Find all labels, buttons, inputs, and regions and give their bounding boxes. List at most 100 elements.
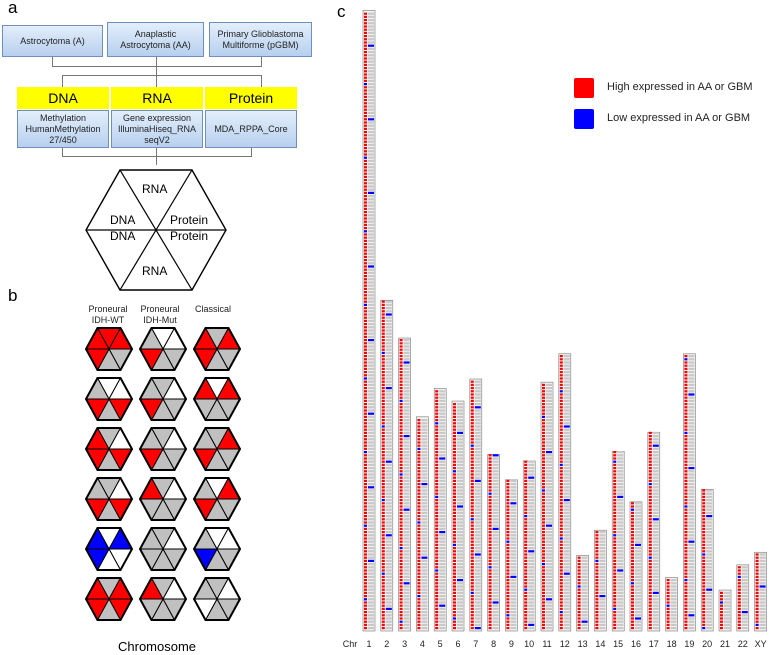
expression-marker xyxy=(417,611,421,614)
gene-marker xyxy=(403,569,410,572)
expression-marker xyxy=(559,364,563,367)
expression-marker xyxy=(470,553,474,556)
expression-marker xyxy=(542,467,545,470)
gene-marker xyxy=(403,419,410,422)
gene-marker xyxy=(439,579,446,582)
expression-marker xyxy=(417,585,421,588)
gene-marker xyxy=(421,460,428,463)
expression-marker xyxy=(559,463,563,466)
expression-marker xyxy=(470,492,474,495)
gene-marker xyxy=(439,473,446,476)
expression-marker xyxy=(506,569,510,572)
gene-marker xyxy=(546,431,552,434)
gene-marker xyxy=(688,460,695,463)
gene-marker xyxy=(385,553,392,556)
expression-marker xyxy=(702,563,706,566)
gene-marker xyxy=(457,486,463,489)
expression-marker xyxy=(595,588,599,591)
chromosome-column-9 xyxy=(505,479,518,632)
expression-marker xyxy=(524,601,528,604)
expression-marker xyxy=(702,534,706,537)
gene-marker xyxy=(563,419,570,422)
expression-marker xyxy=(737,614,741,617)
gene-marker xyxy=(421,492,428,495)
gene-marker xyxy=(368,524,374,527)
gene-marker xyxy=(724,604,730,607)
gene-marker xyxy=(546,476,552,479)
gene-marker xyxy=(492,620,499,623)
gene-marker xyxy=(368,70,374,73)
expression-marker xyxy=(417,479,421,482)
gene-marker xyxy=(368,76,374,79)
gene-marker xyxy=(457,550,463,553)
gene-marker xyxy=(670,588,677,591)
gene-marker xyxy=(385,390,392,393)
expression-marker xyxy=(488,527,492,530)
gene-marker xyxy=(403,566,410,569)
expression-marker xyxy=(364,463,367,466)
gene-marker xyxy=(617,627,624,630)
expression-marker xyxy=(488,483,492,486)
gene-marker xyxy=(617,518,624,521)
expression-marker xyxy=(364,89,367,92)
expression-marker xyxy=(542,550,545,553)
expression-marker xyxy=(417,543,421,546)
expression-marker xyxy=(399,620,403,623)
gene-marker xyxy=(563,383,570,386)
gene-marker xyxy=(652,591,659,594)
expression-marker xyxy=(488,457,492,460)
gene-marker xyxy=(706,527,713,530)
expression-marker xyxy=(417,575,421,578)
expression-marker xyxy=(364,329,367,332)
gene-marker xyxy=(652,518,659,521)
expression-marker xyxy=(399,527,403,530)
expression-marker xyxy=(470,543,474,546)
expression-marker xyxy=(364,195,367,198)
expression-marker xyxy=(524,492,528,495)
gene-marker xyxy=(563,476,570,479)
expression-marker xyxy=(559,422,563,425)
gene-marker xyxy=(741,617,748,620)
expression-marker xyxy=(364,502,367,505)
expression-marker xyxy=(399,428,403,431)
gene-marker xyxy=(439,531,446,534)
expression-marker xyxy=(755,575,759,578)
gene-marker xyxy=(421,422,428,425)
gene-marker xyxy=(403,447,410,450)
chromosome-column-XY xyxy=(754,551,767,632)
expression-marker xyxy=(417,531,421,534)
expression-marker xyxy=(364,201,367,204)
expression-marker xyxy=(364,588,367,591)
expression-marker xyxy=(684,492,688,495)
gene-marker xyxy=(546,547,552,550)
expression-marker xyxy=(666,614,670,617)
gene-marker xyxy=(510,505,517,508)
expression-marker xyxy=(435,419,439,422)
expression-marker xyxy=(755,572,759,575)
expression-marker xyxy=(524,476,528,479)
gene-marker xyxy=(635,598,641,601)
hexagon-cell xyxy=(84,426,134,472)
gene-marker xyxy=(706,495,713,498)
hexagon-outline xyxy=(192,477,242,521)
hex-label-right-upper: Protein xyxy=(170,213,209,227)
gene-marker xyxy=(368,415,374,418)
gene-marker xyxy=(759,579,766,582)
expression-marker xyxy=(399,479,403,482)
expression-marker xyxy=(613,556,617,559)
gene-marker xyxy=(457,582,463,585)
hexagon-outline xyxy=(84,527,134,571)
expression-marker xyxy=(720,620,723,623)
expression-marker xyxy=(648,444,652,447)
expression-marker xyxy=(453,582,456,585)
expression-marker xyxy=(364,303,367,306)
chromosome-column-14 xyxy=(594,529,607,632)
gene-marker xyxy=(368,620,374,623)
gene-marker xyxy=(385,460,392,463)
gene-marker xyxy=(581,563,588,566)
expression-marker xyxy=(595,569,599,572)
expression-marker xyxy=(702,598,706,601)
expression-marker xyxy=(631,575,634,578)
gene-marker xyxy=(403,598,410,601)
expression-marker xyxy=(542,518,545,521)
